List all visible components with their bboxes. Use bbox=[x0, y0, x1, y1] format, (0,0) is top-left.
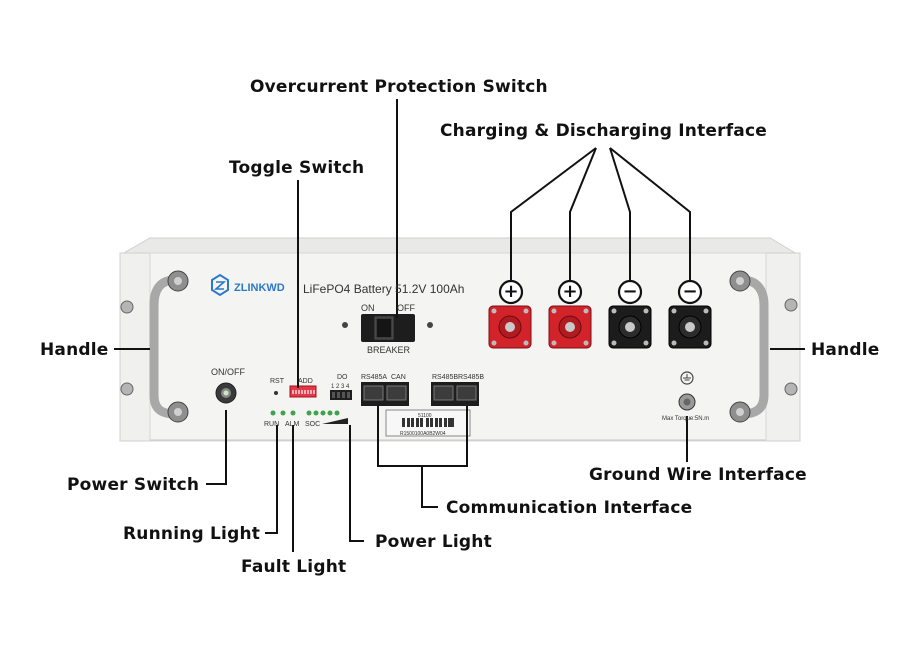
polarity-minus-2: − bbox=[682, 281, 698, 302]
model-label: LiFePO4 Battery 51.2V 100Ah bbox=[303, 282, 465, 296]
brand-logo-mark bbox=[211, 273, 229, 297]
do-pins-label: 1 2 3 4 bbox=[331, 384, 350, 390]
overcurrent-breaker[interactable] bbox=[342, 314, 433, 342]
breaker-on-label: ON bbox=[361, 303, 375, 313]
callout-ground: Ground Wire Interface bbox=[589, 465, 807, 485]
callout-power-light: Power Light bbox=[375, 532, 492, 552]
minus-icon bbox=[617, 279, 643, 305]
soc-label: SOC bbox=[305, 421, 321, 428]
can-label: CAN bbox=[391, 374, 406, 381]
serial-top: 51100 bbox=[418, 413, 432, 419]
terminal-negative-2[interactable] bbox=[668, 305, 712, 349]
plus-icon bbox=[557, 279, 583, 305]
soc-wedge-icon bbox=[322, 418, 348, 424]
rst-label: RST bbox=[270, 378, 284, 385]
rs485a-label: RS485A bbox=[361, 374, 388, 381]
alm-led bbox=[280, 410, 286, 416]
terminal-positive-2[interactable] bbox=[548, 305, 592, 349]
callout-power-switch: Power Switch bbox=[67, 475, 200, 495]
serial-bottom: R1500100A0B2W04 bbox=[400, 431, 446, 437]
polarity-minus-1: − bbox=[622, 281, 638, 302]
add-label: ADD bbox=[298, 378, 313, 385]
terminal-negative-1[interactable] bbox=[608, 305, 652, 349]
run-label: RUN bbox=[264, 421, 280, 428]
soc-led-4 bbox=[327, 410, 333, 416]
do-terminal[interactable] bbox=[330, 390, 352, 400]
run-led bbox=[270, 410, 276, 416]
breaker-label: BREAKER bbox=[367, 345, 411, 355]
ground-terminal[interactable] bbox=[678, 371, 696, 411]
soc-led-5 bbox=[334, 410, 340, 416]
soc-led-2 bbox=[313, 410, 319, 416]
callout-overcurrent: Overcurrent Protection Switch bbox=[250, 77, 548, 97]
left-handle[interactable] bbox=[149, 270, 189, 423]
right-handle[interactable] bbox=[729, 270, 769, 423]
soc-led-3 bbox=[320, 410, 326, 416]
callout-handle-right: Handle bbox=[811, 340, 880, 360]
alm-label: ALM bbox=[285, 421, 300, 428]
reset-hole[interactable] bbox=[274, 391, 278, 395]
callout-toggle: Toggle Switch bbox=[229, 158, 365, 178]
callout-communication: Communication Interface bbox=[446, 498, 693, 518]
spare-led bbox=[290, 410, 296, 416]
callout-fault-light: Fault Light bbox=[241, 557, 347, 577]
soc-led-1 bbox=[306, 410, 312, 416]
minus-icon bbox=[677, 279, 703, 305]
mounting-screws bbox=[120, 298, 798, 396]
polarity-plus-2: + bbox=[562, 281, 578, 302]
callout-handle-left: Handle bbox=[40, 340, 109, 360]
brand-name: ZLINKWD bbox=[234, 282, 285, 294]
ground-icon bbox=[680, 371, 694, 385]
rs485b-label-2: RS485B bbox=[458, 374, 485, 381]
callout-lines bbox=[114, 99, 805, 552]
max-torque-label: Max Torque:5N.m bbox=[662, 416, 710, 422]
communication-ports[interactable] bbox=[361, 382, 479, 406]
indicator-leds bbox=[270, 410, 348, 424]
terminal-positive-1[interactable] bbox=[488, 305, 532, 349]
callout-charging: Charging & Discharging Interface bbox=[440, 121, 767, 141]
onoff-label: ON/OFF bbox=[211, 367, 245, 377]
polarity-plus-1: + bbox=[503, 281, 519, 302]
serial-label bbox=[385, 409, 471, 437]
plus-icon bbox=[498, 279, 524, 305]
do-label: DO bbox=[337, 374, 348, 381]
callout-running-light: Running Light bbox=[123, 524, 261, 544]
power-button[interactable] bbox=[215, 382, 237, 404]
breaker-off-label: OFF bbox=[397, 303, 415, 313]
polarity-icons bbox=[498, 279, 703, 305]
dip-switch[interactable] bbox=[289, 385, 317, 398]
rs485b-label-1: RS485B bbox=[432, 374, 459, 381]
